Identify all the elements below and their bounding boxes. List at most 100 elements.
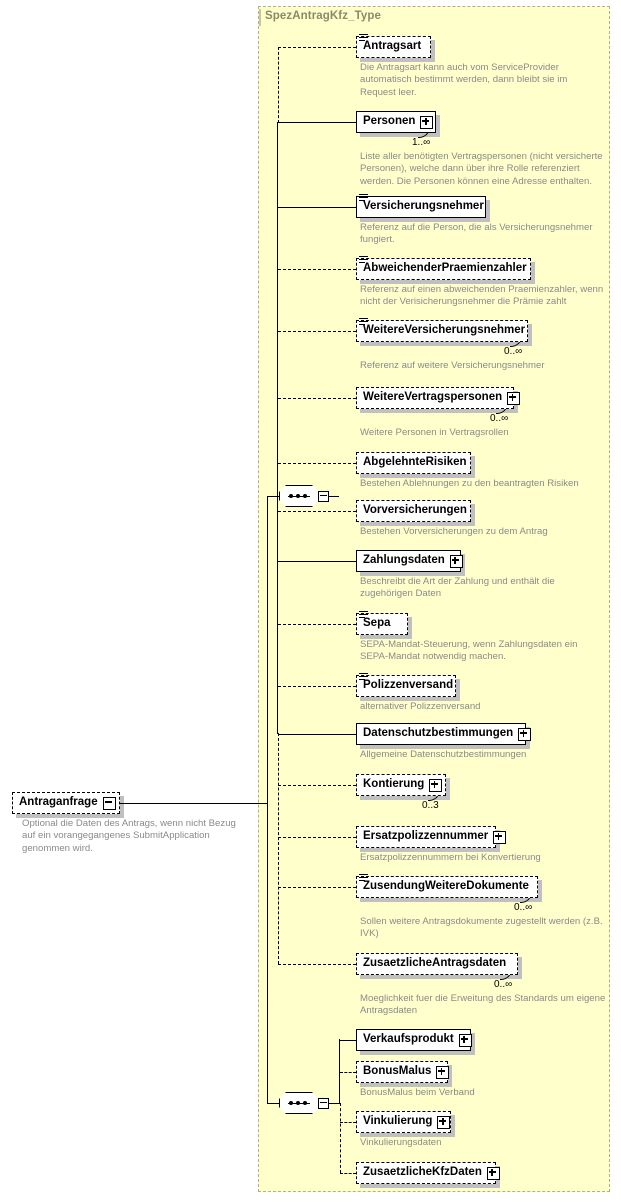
element-documentation: BonusMalus beim Verband xyxy=(360,1087,475,1098)
plus-expander-icon[interactable] xyxy=(449,554,463,568)
connector-line xyxy=(277,511,356,512)
type-spine-vertical xyxy=(267,496,269,1104)
element-node-weiterevertragspersonen[interactable]: WeitereVertragspersonen xyxy=(356,387,521,409)
sequence-minus-expander-icon[interactable] xyxy=(318,1097,329,1109)
element-node-label: Polizzenversand xyxy=(363,679,454,692)
root-node-antraganfrage[interactable]: Antraganfrage xyxy=(12,792,120,814)
seq2-out-line xyxy=(329,1103,339,1105)
plus-expander-icon[interactable] xyxy=(486,1166,500,1180)
element-node-label: AbweichenderPraemienzahler xyxy=(363,262,527,275)
connector-line xyxy=(277,837,356,838)
element-node-abweichenderpraemienzahler[interactable]: AbweichenderPraemienzahler xyxy=(356,256,531,280)
plus-expander-icon[interactable] xyxy=(507,391,521,405)
element-documentation: alternativer Polizzenversand xyxy=(360,701,481,712)
minus-expander-icon[interactable] xyxy=(102,796,116,810)
element-node-label: Versicherungsnehmer xyxy=(363,200,484,213)
attribute-marker-icon xyxy=(359,874,368,882)
element-node-antragsart[interactable]: Antragsart xyxy=(356,34,431,58)
element-documentation: Die Antragsart kann auch vom ServiceProv… xyxy=(360,62,568,98)
sequence-minus-expander-icon[interactable] xyxy=(318,490,329,502)
root-connector-line xyxy=(120,803,267,804)
plus-expander-icon[interactable] xyxy=(493,830,507,844)
element-node-label: Kontierung xyxy=(363,778,425,791)
element-node-label: Antragsart xyxy=(363,40,422,53)
attribute-marker-icon xyxy=(359,34,368,42)
element-node-versicherungsnehmer[interactable]: Versicherungsnehmer xyxy=(356,194,486,218)
plus-expander-icon[interactable] xyxy=(458,1033,472,1047)
element-node-kontierung[interactable]: Kontierung xyxy=(356,774,446,796)
seq1-trunk-solid xyxy=(277,122,279,734)
sequence-compositor-1[interactable] xyxy=(279,485,329,511)
element-node-zusaetzlicheantragsdaten[interactable]: ZusaetzlicheAntragsdaten xyxy=(356,953,518,975)
element-node-datenschutzbestimmungen[interactable]: Datenschutzbestimmungen xyxy=(356,723,532,745)
plus-expander-icon[interactable] xyxy=(429,778,443,792)
plus-expander-icon[interactable] xyxy=(420,115,434,129)
seq1-trunk-dashed-bottom xyxy=(277,733,279,964)
element-node-label: ZusaetzlicheAntragsdaten xyxy=(363,957,507,970)
connector-line xyxy=(277,887,356,888)
element-node-ersatzpolizzennummer[interactable]: Ersatzpolizzennummer xyxy=(356,826,507,848)
sequence-dots-icon xyxy=(288,493,310,498)
connector-line xyxy=(277,463,356,464)
occurrence-arrow-icon xyxy=(500,975,512,982)
element-documentation: Liste aller benötigten Vertragspersonen … xyxy=(360,151,603,187)
element-node-label: Vorversicherungen xyxy=(363,504,467,517)
element-node-label: Ersatzpolizzennummer xyxy=(363,830,489,843)
element-node-polizzenversand[interactable]: Polizzenversand xyxy=(356,673,456,697)
connector-line xyxy=(277,269,356,270)
connector-line xyxy=(339,1122,356,1123)
element-documentation: SEPA-Mandat-Steuerung, wenn Zahlungsdate… xyxy=(360,639,578,663)
occurrence-arrow-icon xyxy=(418,133,430,140)
connector-line xyxy=(277,331,356,332)
occurrence-indicator: 0..3 xyxy=(422,800,439,811)
element-node-label: Vinkulierung xyxy=(363,1115,433,1128)
element-node-label: ZusendungWeitereDokumente xyxy=(363,880,529,893)
seq2-trunk-dashed-bottom xyxy=(339,1103,341,1173)
connector-line xyxy=(339,1040,356,1042)
element-documentation: Bestehen Ablehnungen zu den beantragten … xyxy=(360,478,579,489)
element-node-label: Personen xyxy=(363,115,416,128)
complextype-title-bar xyxy=(259,9,261,26)
element-node-sepa[interactable]: Sepa xyxy=(356,611,408,635)
element-documentation: Referenz auf weitere Versicherungsnehmer xyxy=(360,360,545,371)
occurrence-indicator: 1..∞ xyxy=(412,137,431,148)
sequence-compositor-2[interactable] xyxy=(279,1092,329,1118)
element-node-verkaufsprodukt[interactable]: Verkaufsprodukt xyxy=(356,1029,472,1051)
sequence-dots-icon xyxy=(288,1100,310,1105)
connector-line xyxy=(339,1072,356,1073)
connector-line xyxy=(277,964,356,965)
plus-expander-icon[interactable] xyxy=(518,727,532,741)
connector-line xyxy=(277,122,356,124)
element-documentation: Referenz auf einen abweichenden Praemien… xyxy=(360,284,604,308)
element-node-zusendungweiteredokumente[interactable]: ZusendungWeitereDokumente xyxy=(356,874,538,898)
connector-line xyxy=(277,624,356,625)
element-node-bonusmalus[interactable]: BonusMalus xyxy=(356,1061,450,1083)
element-node-label: Zahlungsdaten xyxy=(363,554,445,567)
attribute-marker-icon xyxy=(359,318,368,326)
element-node-vorversicherungen[interactable]: Vorversicherungen xyxy=(356,500,471,522)
occurrence-indicator: 0..∞ xyxy=(514,902,533,913)
element-node-weitereversicherungsnehmer[interactable]: WeitereVersicherungsnehmer xyxy=(356,318,528,342)
element-node-personen[interactable]: Personen xyxy=(356,111,436,133)
occurrence-arrow-icon xyxy=(510,342,522,349)
element-node-label: WeitereVersicherungsnehmer xyxy=(363,324,526,337)
element-node-zusaetzlichekfzdaten[interactable]: ZusaetzlicheKfzDaten xyxy=(356,1162,500,1184)
occurrence-arrow-icon xyxy=(496,409,508,416)
element-node-zahlungsdaten[interactable]: Zahlungsdaten xyxy=(356,550,463,572)
element-node-label: BonusMalus xyxy=(363,1065,432,1078)
element-node-label: AbgelehnteRisiken xyxy=(363,456,467,469)
plus-expander-icon[interactable] xyxy=(436,1065,450,1079)
element-node-abgelehnterisiken[interactable]: AbgelehnteRisiken xyxy=(356,452,471,474)
element-documentation: Sollen weitere Antragsdokumente zugestel… xyxy=(360,916,603,940)
occurrence-arrow-icon xyxy=(520,898,532,905)
seq2-trunk-solid xyxy=(339,1039,341,1104)
occurrence-arrow-icon xyxy=(428,796,440,803)
occurrence-indicator: 0..∞ xyxy=(490,413,509,424)
seq2-stub xyxy=(267,1103,279,1105)
element-documentation: Referenz auf die Person, die als Versich… xyxy=(360,222,593,246)
element-node-vinkulierung[interactable]: Vinkulierung xyxy=(356,1111,451,1133)
plus-expander-icon[interactable] xyxy=(437,1115,451,1129)
connector-line xyxy=(277,686,356,687)
element-node-label: WeitereVertragspersonen xyxy=(363,391,503,404)
attribute-marker-icon xyxy=(359,611,368,619)
